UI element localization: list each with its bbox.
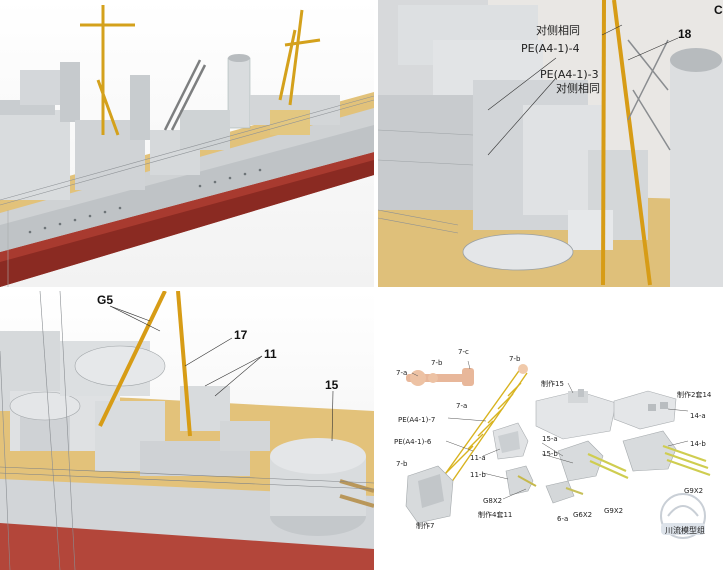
label-11-a: 11-a <box>470 454 486 462</box>
render-panel-hull-overview <box>0 0 374 287</box>
label-7-b: 7-b <box>431 359 443 367</box>
callout-opposite-same-2: 对侧相同 <box>556 81 600 95</box>
part-14-guns <box>622 430 711 477</box>
render-panel-superstructure-closeup: 对侧相同 PE(A4-1)-4 PE(A4-1)-3 对侧相同 18 C <box>378 0 723 287</box>
watermark-logo <box>660 493 706 539</box>
label-6-a: 6-a <box>557 515 568 523</box>
part-11-mount <box>505 465 537 496</box>
label-g6x2: G6X2 <box>573 511 592 519</box>
part-6-gun <box>545 480 584 504</box>
part-14-turret <box>613 390 677 430</box>
label-7-d: 7-b <box>509 355 521 363</box>
part-15-guns <box>557 440 629 482</box>
label-make-7: 制作7 <box>416 521 434 530</box>
crane-base <box>405 465 454 524</box>
callout-part-18: 18 <box>678 27 692 41</box>
label-7-a-jib: 7-a <box>456 402 467 410</box>
callout-part-c: C <box>714 3 723 17</box>
label-make-4-sets-11: 制作4套11 <box>478 510 512 519</box>
deck-detail-render: G5 17 11 15 <box>0 291 374 570</box>
label-7-b-base: 7-b <box>396 460 408 468</box>
ship-hull-render <box>0 5 374 287</box>
callout-pe-a4-1-3: PE(A4-1)-3 <box>540 68 599 81</box>
callout-part-15: 15 <box>325 378 339 392</box>
callout-pe-a4-1-4: PE(A4-1)-4 <box>521 42 580 55</box>
label-7-a: 7-a <box>396 369 407 377</box>
render-panel-deck-detail: G5 17 11 15 <box>0 291 374 570</box>
callout-part-17: 17 <box>234 328 248 342</box>
label-11-b: 11-b <box>470 471 486 479</box>
callout-opposite-same-1: 对侧相同 <box>536 23 580 37</box>
part-11-block <box>492 422 529 460</box>
label-make-15: 制作15 <box>541 379 564 388</box>
label-14-a: 14-a <box>690 412 706 420</box>
watermark-text: 川流模型组 <box>665 525 705 535</box>
label-15-b: 15-b <box>542 450 558 458</box>
label-g9x2-right: G9X2 <box>684 487 703 495</box>
part-7-bar <box>406 368 474 386</box>
label-pe-a4-1-7: PE(A4-1)-7 <box>398 416 435 424</box>
label-15-a: 15-a <box>542 435 558 443</box>
label-pe-a4-1-6: PE(A4-1)-6 <box>394 438 432 446</box>
parts-assembly-diagram: 7-a 7-b 7-c 7-b 7-a PE(A4-1)-7 PE(A4-1)-… <box>378 291 723 570</box>
label-7-c: 7-c <box>458 348 469 356</box>
callout-g5: G5 <box>97 293 113 307</box>
callout-part-11: 11 <box>264 347 277 361</box>
label-make-2-sets-14: 制作2套14 <box>677 390 712 399</box>
parts-diagram-svg: 7-a 7-b 7-c 7-b 7-a PE(A4-1)-7 PE(A4-1)-… <box>394 348 712 539</box>
label-g8x2: G8X2 <box>483 497 502 505</box>
part-15-turret <box>535 389 617 440</box>
superstructure-render: 对侧相同 PE(A4-1)-4 PE(A4-1)-3 对侧相同 18 C <box>378 0 723 287</box>
label-14-b: 14-b <box>690 440 706 448</box>
label-g9x2-left: G9X2 <box>604 507 623 515</box>
